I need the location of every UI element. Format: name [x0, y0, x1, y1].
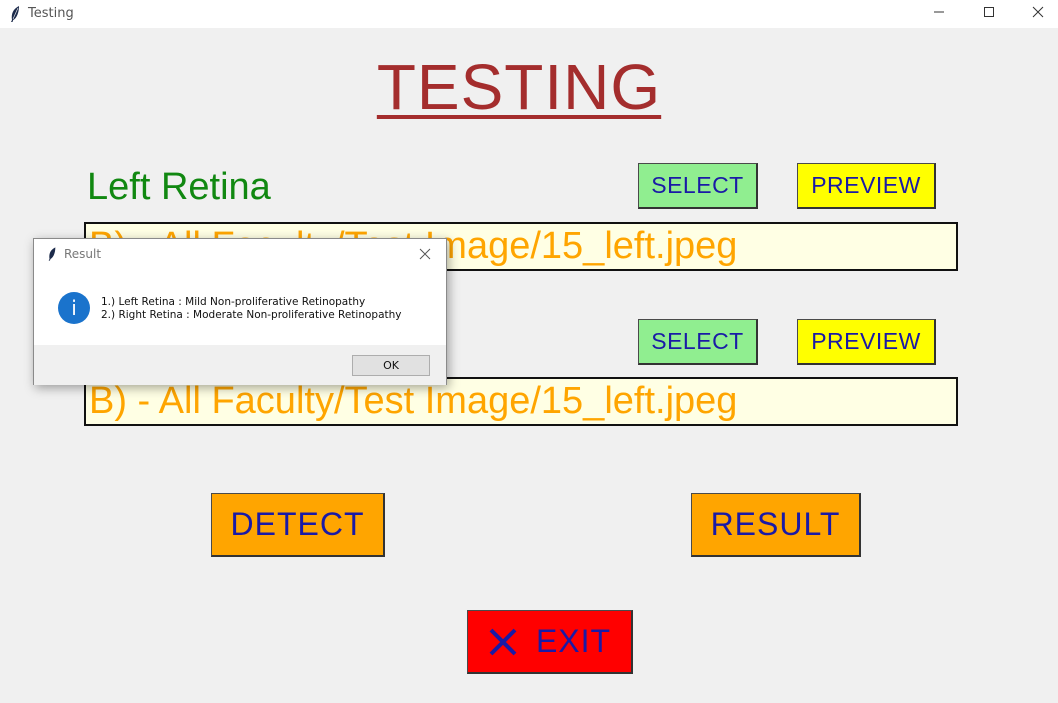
- exit-label: EXIT: [535, 623, 612, 659]
- title-bar: Testing: [0, 0, 1058, 28]
- minimize-icon: [933, 5, 945, 23]
- window-title: Testing: [28, 6, 74, 21]
- ok-button[interactable]: OK: [352, 355, 430, 376]
- close-icon: [1032, 5, 1044, 23]
- feather-icon: [9, 5, 21, 23]
- dialog-body: i 1.) Left Retina : Mild Non-proliferati…: [34, 269, 446, 345]
- right-path-field[interactable]: B) - All Faculty/Test Image/15_left.jpeg: [84, 377, 958, 426]
- dialog-close-icon[interactable]: [417, 246, 433, 262]
- result-dialog: Result i 1.) Left Retina : Mild Non-prol…: [33, 238, 447, 385]
- right-preview-button[interactable]: PREVIEW: [797, 319, 936, 365]
- dialog-line-2: 2.) Right Retina : Moderate Non-prolifer…: [101, 309, 402, 321]
- feather-icon: [47, 246, 57, 262]
- detect-button[interactable]: DETECT: [211, 493, 385, 557]
- left-retina-label: Left Retina: [87, 166, 271, 208]
- minimize-button[interactable]: [916, 0, 962, 28]
- close-button[interactable]: [1015, 0, 1058, 28]
- dialog-message: 1.) Left Retina : Mild Non-proliferative…: [101, 296, 402, 322]
- left-select-button[interactable]: SELECT: [638, 163, 758, 209]
- result-button[interactable]: RESULT: [691, 493, 861, 557]
- page-title: TESTING: [376, 51, 662, 123]
- dialog-title-bar: Result: [34, 239, 446, 269]
- exit-button[interactable]: EXIT: [467, 610, 633, 674]
- x-icon: [488, 627, 518, 657]
- dialog-line-1: 1.) Left Retina : Mild Non-proliferative…: [101, 296, 366, 308]
- dialog-footer: OK: [34, 345, 446, 385]
- maximize-icon: [983, 5, 995, 23]
- dialog-title: Result: [64, 247, 102, 261]
- info-icon: i: [58, 292, 90, 324]
- left-preview-button[interactable]: PREVIEW: [797, 163, 936, 209]
- right-select-button[interactable]: SELECT: [638, 319, 758, 365]
- maximize-button[interactable]: [966, 0, 1012, 28]
